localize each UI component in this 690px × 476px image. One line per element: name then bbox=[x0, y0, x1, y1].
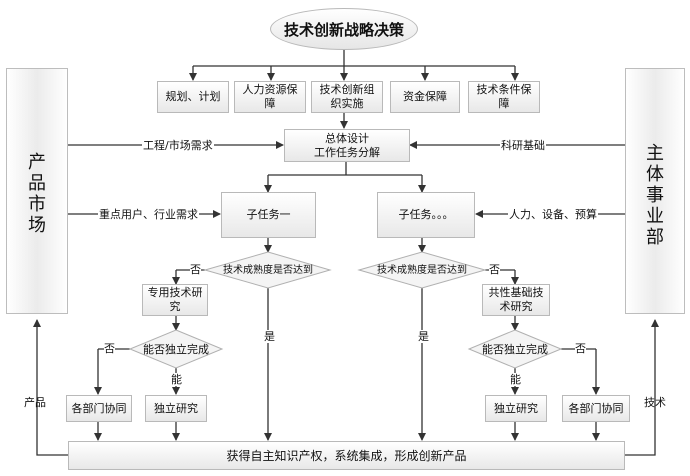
subtask-one-label: 子任务一 bbox=[246, 208, 291, 221]
product-market-label: 产 品 市 场 bbox=[28, 152, 46, 236]
right-indep-research-box: 独立研究 bbox=[485, 395, 547, 422]
left-indep-research-box: 独立研究 bbox=[145, 395, 207, 422]
left-maturity-decision-text: 技术成熟度是否达到 bbox=[223, 265, 313, 276]
right-indep-research-label: 独立研究 bbox=[494, 401, 538, 415]
innovation-org-box: 技术创新组 织实施 bbox=[311, 81, 383, 113]
common-tech-research-label: 共性基础技 术研究 bbox=[488, 286, 544, 313]
common-tech-research-box: 共性基础技 术研究 bbox=[482, 284, 550, 316]
tech-conditions-box: 技术条件保 障 bbox=[468, 81, 540, 113]
special-tech-research-box: 专用技术研 究 bbox=[142, 284, 208, 316]
strategy-decision-title: 技术创新战略决策 bbox=[283, 20, 404, 39]
right-maturity-decision-text: 技术成熟度是否达到 bbox=[377, 265, 467, 276]
funding-box: 资金保障 bbox=[390, 81, 460, 113]
outcome-label: 获得自主知识产权，系统集成，形成创新产品 bbox=[226, 448, 467, 463]
hr-support-box: 人力资源保 障 bbox=[234, 81, 306, 113]
eng-market-demand-label: 工程/市场需求 bbox=[142, 139, 214, 152]
left-dept-collab-label: 各部门协同 bbox=[71, 401, 127, 415]
hr-support-label: 人力资源保 障 bbox=[242, 83, 298, 110]
product-market-panel bbox=[6, 68, 68, 314]
right-maturity-yes-label: 是 bbox=[418, 330, 429, 343]
overall-design-box: 总体设计 工作任务分解 bbox=[284, 129, 410, 162]
planning-label: 规划、计划 bbox=[165, 90, 221, 103]
left-independent-no-label: 否 bbox=[104, 342, 115, 355]
subtask-other-label: 子任务。。。 bbox=[398, 208, 454, 221]
right-dept-collab-label: 各部门协同 bbox=[568, 401, 624, 415]
technology-flow-label: 技术 bbox=[644, 396, 666, 409]
left-independent-can-label: 能 bbox=[171, 373, 182, 386]
product-flow-label: 产品 bbox=[24, 396, 46, 409]
business-unit-label: 主 体 事 业 部 bbox=[646, 143, 664, 248]
left-indep-research-label: 独立研究 bbox=[154, 401, 198, 415]
subtask-one-box: 子任务一 bbox=[221, 192, 316, 238]
overall-design-label: 总体设计 工作任务分解 bbox=[314, 131, 380, 159]
left-dept-collab-box: 各部门协同 bbox=[66, 395, 132, 422]
left-maturity-no-label: 否 bbox=[190, 263, 201, 276]
right-independent-decision-text: 能否独立完成 bbox=[482, 343, 548, 356]
left-independent-decision-text: 能否独立完成 bbox=[143, 343, 209, 356]
special-tech-research-label: 专用技术研 究 bbox=[147, 286, 203, 313]
right-independent-can-label: 能 bbox=[510, 373, 521, 386]
right-independent-no-label: 否 bbox=[575, 342, 586, 355]
planning-box: 规划、计划 bbox=[157, 81, 229, 113]
subtask-other-box: 子任务。。。 bbox=[377, 192, 475, 238]
resources-label: 人力、设备、预算 bbox=[508, 208, 598, 221]
research-basis-label: 科研基础 bbox=[500, 139, 546, 152]
tech-conditions-label: 技术条件保 障 bbox=[476, 83, 532, 110]
right-dept-collab-box: 各部门协同 bbox=[562, 395, 630, 422]
outcome-bar: 获得自主知识产权，系统集成，形成创新产品 bbox=[68, 441, 625, 470]
business-unit-panel bbox=[625, 68, 685, 314]
strategy-decision-node: 技术创新战略决策 bbox=[270, 8, 418, 50]
right-maturity-no-label: 否 bbox=[489, 263, 500, 276]
left-maturity-yes-label: 是 bbox=[264, 330, 275, 343]
key-users-label: 重点用户、行业需求 bbox=[98, 208, 199, 221]
funding-label: 资金保障 bbox=[403, 90, 447, 103]
innovation-org-label: 技术创新组 织实施 bbox=[319, 83, 375, 110]
